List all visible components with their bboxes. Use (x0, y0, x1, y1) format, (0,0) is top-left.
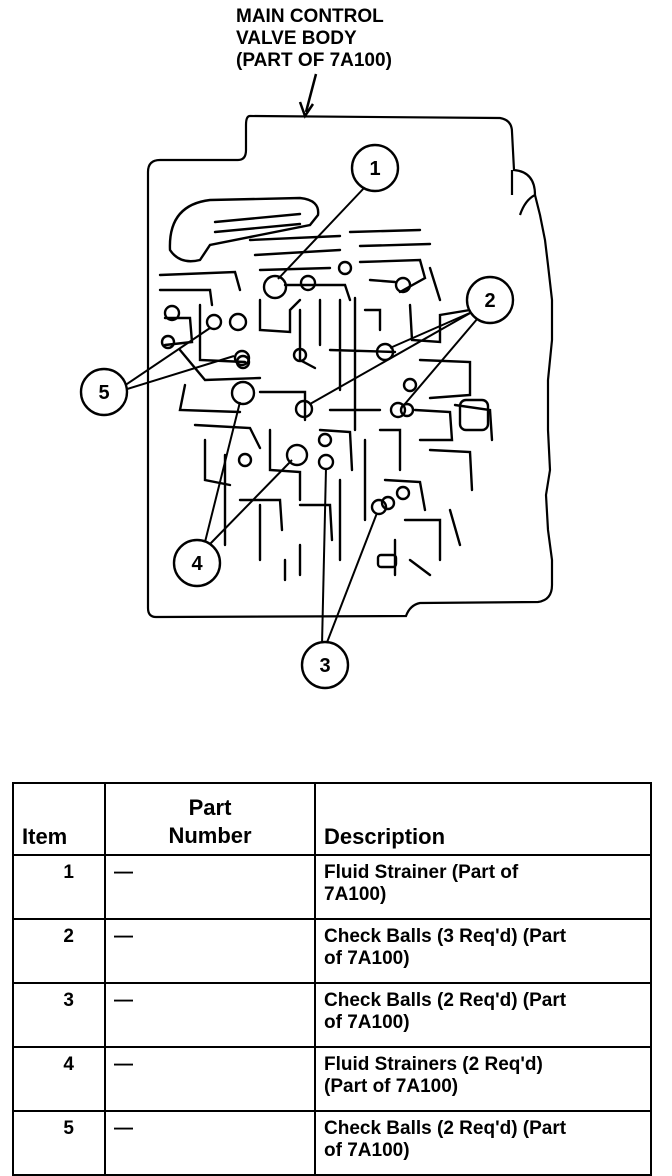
table-row: 5 — Check Balls (2 Req'd) (Part of 7A100… (12, 1110, 652, 1176)
row-description-line-2: 7A100) (324, 884, 387, 905)
row-description-line-2: of 7A100) (324, 948, 410, 969)
fluid-strainer-4b (285, 443, 309, 467)
callout-2-label: 2 (484, 290, 495, 312)
fluid-strainer-1 (262, 274, 288, 300)
diagram-title-line-1: MAIN CONTROL (236, 6, 384, 27)
row-description-line-2: of 7A100) (324, 1012, 410, 1033)
valve-body-outline (146, 114, 554, 619)
component-markers (205, 274, 415, 516)
leader-lines (123, 186, 479, 646)
row-description: Fluid Strainers (2 Req'd) (Part of 7A100… (314, 1046, 652, 1112)
row-description: Check Balls (3 Req'd) (Part of 7A100) (314, 918, 652, 984)
header-description: Description (314, 782, 652, 856)
check-ball-5a (205, 313, 223, 331)
table-row: 4 — Fluid Strainers (2 Req'd) (Part of 7… (12, 1046, 652, 1112)
callout-3: 3 (300, 640, 350, 690)
row-item: 4 (12, 1046, 106, 1112)
table-row: 3 — Check Balls (2 Req'd) (Part of 7A100… (12, 982, 652, 1048)
check-ball-5c (233, 349, 251, 367)
callout-4-label: 4 (191, 553, 203, 575)
callout-1-label: 1 (369, 158, 380, 180)
row-part-number: — (104, 982, 316, 1048)
row-description-line-1: Check Balls (2 Req'd) (Part (324, 1118, 567, 1139)
row-description: Fluid Strainer (Part of 7A100) (314, 854, 652, 920)
check-ball-3b (370, 498, 388, 516)
row-item: 5 (12, 1110, 106, 1176)
row-description-line-2: of 7A100) (324, 1140, 410, 1161)
check-ball-5b (228, 312, 248, 332)
callout-3-label: 3 (319, 655, 330, 677)
table-row: 2 — Check Balls (3 Req'd) (Part of 7A100… (12, 918, 652, 984)
parts-table: Item Part Number Description 1 — Fluid S… (12, 782, 652, 1176)
title-leader-arrow (298, 73, 318, 119)
row-description-line-1: Check Balls (3 Req'd) (Part (324, 926, 567, 947)
check-ball-2a (375, 342, 395, 362)
row-description-line-1: Fluid Strainers (2 Req'd) (324, 1054, 543, 1075)
table-row: 1 — Fluid Strainer (Part of 7A100) (12, 854, 652, 920)
row-description-line-1: Fluid Strainer (Part of (324, 862, 519, 883)
callout-4: 4 (172, 538, 222, 588)
header-part-number: Part Number (104, 782, 316, 856)
diagram-title-line-2: VALVE BODY (236, 28, 357, 49)
fluid-strainer-4a (230, 380, 256, 406)
check-ball-2b (294, 399, 314, 419)
diagram-title-line-3: (PART OF 7A100) (236, 50, 392, 71)
callout-5-label: 5 (98, 382, 109, 404)
row-part-number: — (104, 1046, 316, 1112)
header-part-line-1: Part (188, 795, 232, 820)
callout-1: 1 (350, 143, 400, 193)
row-description: Check Balls (2 Req'd) (Part of 7A100) (314, 1110, 652, 1176)
row-part-number: — (104, 854, 316, 920)
check-ball-2c (389, 401, 407, 419)
row-description: Check Balls (2 Req'd) (Part of 7A100) (314, 982, 652, 1048)
check-ball-3a (317, 453, 335, 471)
header-item: Item (12, 782, 106, 856)
parts-table-header-row: Item Part Number Description (12, 782, 652, 856)
row-description-line-1: Check Balls (2 Req'd) (Part (324, 990, 567, 1011)
row-item: 3 (12, 982, 106, 1048)
check-ball-2d (399, 402, 415, 418)
row-part-number: — (104, 918, 316, 984)
callout-5: 5 (79, 367, 129, 417)
row-item: 2 (12, 918, 106, 984)
callout-2: 2 (465, 275, 515, 325)
row-item: 1 (12, 854, 106, 920)
row-description-line-2: (Part of 7A100) (324, 1076, 459, 1097)
valve-body-diagram: MAIN CONTROL VALVE BODY (PART OF 7A100) (79, 6, 554, 690)
row-part-number: — (104, 1110, 316, 1176)
header-part-line-2: Number (168, 823, 252, 848)
fluid-passages (158, 196, 494, 582)
